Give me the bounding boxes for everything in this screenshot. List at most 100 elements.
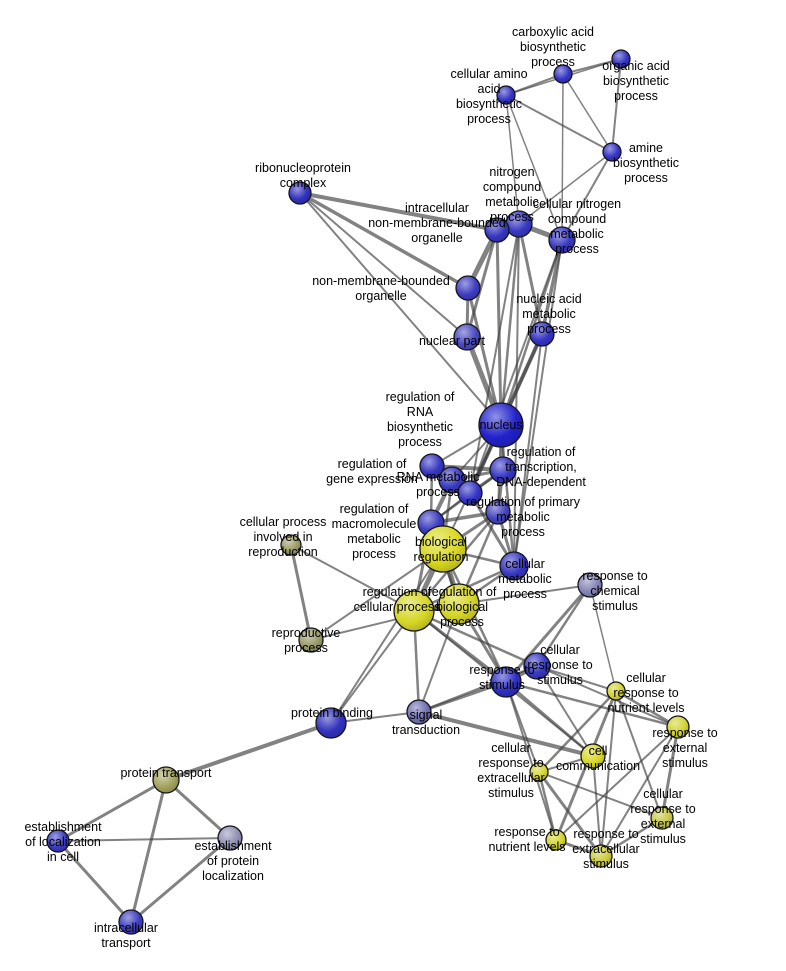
node-intracellular_transport[interactable] (118, 909, 144, 935)
node-cellular_amino[interactable] (496, 85, 516, 105)
node-reg_cellular[interactable] (393, 590, 435, 632)
node-response_chemical[interactable] (577, 572, 603, 598)
edge-response_external--cellular_response_external (660, 725, 680, 820)
node-reg_gene_expression[interactable] (438, 466, 466, 494)
node-carboxylic[interactable] (553, 64, 573, 84)
node-cellular_nitrogen[interactable] (548, 226, 576, 254)
node-cellular_process_repro[interactable] (280, 534, 302, 556)
node-response_extracellular[interactable] (589, 844, 613, 868)
node-intracellular_nmb[interactable] (484, 217, 510, 243)
node-cellular_response_external[interactable] (650, 806, 674, 830)
node-cellular_metabolic[interactable] (499, 551, 529, 581)
edge-intracellular_nmb--nucleus (495, 228, 503, 427)
edge-cellular_response_stimulus--reg_cellular (412, 609, 539, 668)
node-cellular_response_nutrient[interactable] (606, 681, 626, 701)
edge-nmb_organelle--nucleus (466, 286, 503, 427)
node-protein_transport[interactable] (152, 766, 180, 794)
edge-nucleic_acid--cellular_metabolic (513, 333, 543, 567)
node-response_stimulus[interactable] (490, 666, 522, 698)
edge-carboxylic--amine (562, 73, 613, 153)
node-response_external[interactable] (666, 715, 690, 739)
node-reg_transcription[interactable] (489, 456, 517, 484)
node-reproductive_process[interactable] (298, 627, 324, 653)
node-label-protein_transport: protein transport (120, 766, 212, 780)
node-rna_metabolic[interactable] (457, 480, 483, 506)
node-protein_binding[interactable] (315, 707, 347, 739)
edge-cellular_response_stimulus--response_external (536, 665, 679, 728)
edge-nitrogen_compound--rna_metabolic (469, 223, 520, 494)
node-establishment_localization[interactable] (46, 829, 70, 853)
edge-reproductive_process--biological_regulation (310, 548, 444, 641)
edge-response_extracellular--cellular_response_external (599, 816, 664, 858)
edge-cellular_response_nutrient--cellular_response_external (615, 690, 663, 819)
edge-cell_communication--response_extracellular (592, 755, 602, 857)
edge-response_extracellular--cellular_response_extracellular (537, 770, 603, 858)
edge-response_stimulus--response_nutrient_levels (505, 681, 557, 841)
edge-organic--amine (611, 58, 622, 153)
node-signal_transduction[interactable] (406, 699, 432, 725)
node-biological_regulation[interactable] (419, 525, 467, 573)
node-cellular_response_extracellular[interactable] (529, 762, 549, 782)
edge-amine--nitrogen_compound (518, 151, 613, 225)
edge-response_external--cellular_response_nutrient (614, 689, 680, 729)
node-nucleic_acid[interactable] (529, 321, 555, 347)
edge-cellular_process_repro--reproductive_process (289, 543, 313, 642)
edge-cellular_nitrogen--cellular_metabolic (513, 239, 563, 567)
edge-nucleus--cellular_metabolic (499, 423, 516, 568)
edge-protein_transport--intracellular_transport (129, 778, 168, 924)
node-nucleus[interactable] (478, 402, 524, 448)
node-reg_rna_biosynthetic[interactable] (419, 453, 445, 479)
edge-protein_binding--biological_regulation (330, 548, 444, 724)
edge-signal_transduction--cell_communication (417, 710, 595, 758)
node-cell_communication[interactable] (580, 743, 606, 769)
node-organic[interactable] (611, 49, 631, 69)
node-cellular_response_stimulus[interactable] (523, 652, 551, 680)
edge-cellular_nitrogen--nucleic_acid (540, 238, 564, 336)
node-nmb_organelle[interactable] (455, 275, 481, 301)
node-response_nutrient_levels[interactable] (545, 829, 567, 851)
edge-ribonucleoprotein--intracellular_nmb (298, 191, 499, 232)
node-establishment_protein_loc[interactable] (217, 825, 243, 851)
edge-amine--cellular_nitrogen (561, 151, 613, 241)
node-nuclear_part[interactable] (453, 323, 481, 351)
edge-response_stimulus--response_chemical (504, 583, 592, 684)
edge-cellular_process_repro--reg_cellular (290, 544, 415, 612)
node-reg_primary[interactable] (485, 499, 511, 525)
node-reg_biological[interactable] (438, 583, 480, 625)
node-label-nucleus: nucleus (479, 418, 522, 432)
edge-cellular_amino--cellular_nitrogen (505, 94, 563, 241)
edge-ribonucleoprotein--nmb_organelle (298, 191, 470, 290)
node-amine[interactable] (602, 142, 622, 162)
edge-protein_transport--establishment_localization (56, 778, 168, 843)
node-ribonucleoprotein[interactable] (288, 181, 312, 205)
edge-response_chemical--reg_biological (458, 584, 591, 605)
edge-cellular_response_nutrient--response_extracellular (600, 690, 617, 857)
node-label-protein_binding: protein binding (291, 706, 373, 720)
edge-response_stimulus--cellular_response_extracellular (505, 681, 540, 773)
edge-cellular_response_stimulus--response_chemical (535, 583, 592, 668)
